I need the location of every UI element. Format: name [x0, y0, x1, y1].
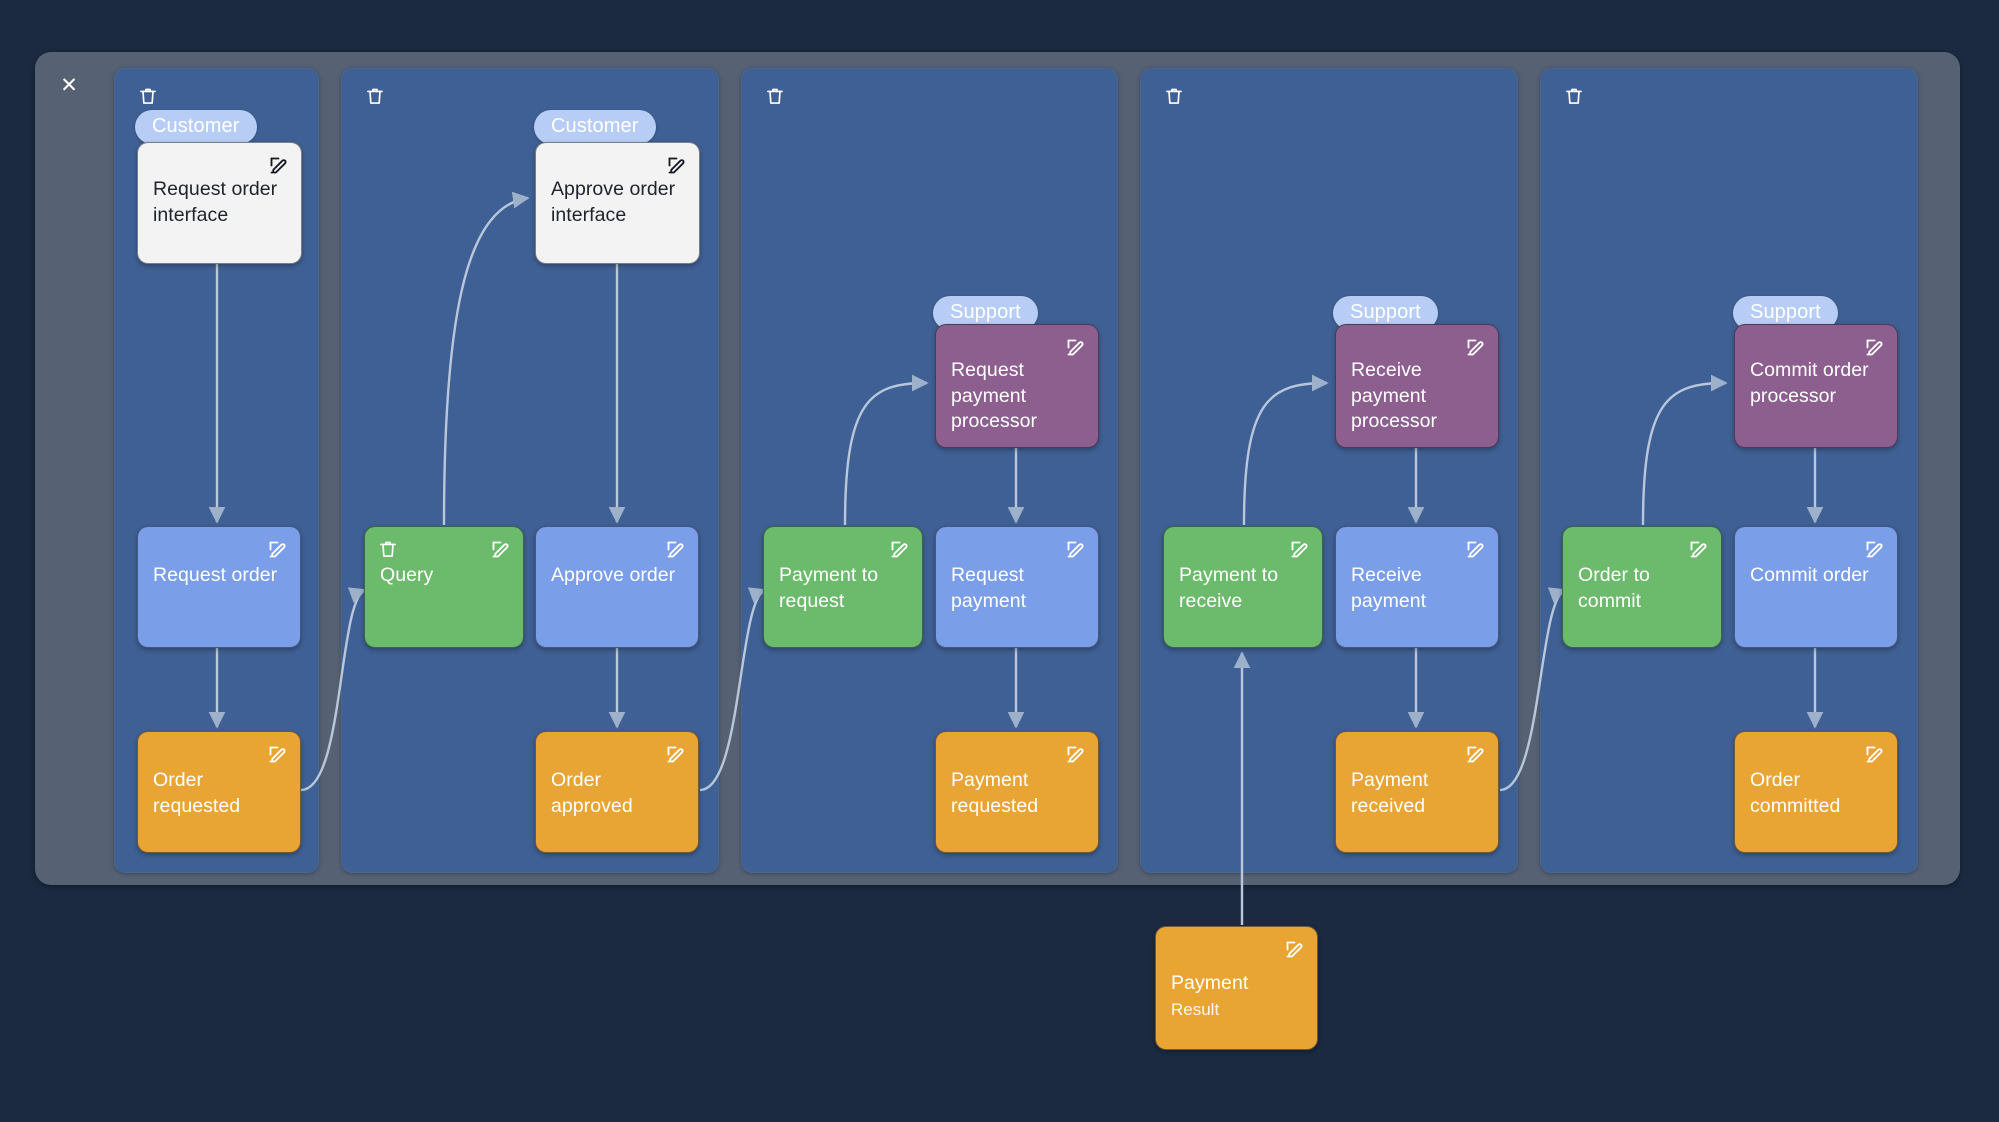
- card-request-order[interactable]: Request order: [137, 526, 301, 648]
- lane-trash-icon[interactable]: [1164, 86, 1184, 108]
- lane-trash-icon[interactable]: [765, 86, 785, 108]
- card-request-order-interface[interactable]: Request order interface: [137, 142, 302, 264]
- card-request-payment-processor[interactable]: Request payment processor: [935, 324, 1099, 448]
- card-title: Request order: [153, 564, 278, 586]
- edit-icon[interactable]: [268, 155, 289, 176]
- card-title: Payment: [1171, 972, 1249, 994]
- card-approve-order-interface[interactable]: Approve order interface: [535, 142, 700, 264]
- card-title: Payment requested: [951, 769, 1039, 817]
- card-order-approved[interactable]: Order approved: [535, 731, 699, 853]
- edit-icon[interactable]: [1065, 744, 1086, 765]
- card-payment-received[interactable]: Payment received: [1335, 731, 1499, 853]
- card-payment-requested[interactable]: Payment requested: [935, 731, 1099, 853]
- card-title: Receive payment processor: [1351, 359, 1438, 432]
- lane-role-badge: Customer: [534, 110, 656, 144]
- edit-icon[interactable]: [1688, 539, 1709, 560]
- close-icon[interactable]: ✕: [60, 73, 78, 97]
- card-payment-result[interactable]: Payment Result: [1155, 926, 1318, 1050]
- edit-icon[interactable]: [1465, 539, 1486, 560]
- card-order-committed[interactable]: Order committed: [1734, 731, 1898, 853]
- card-receive-payment-processor[interactable]: Receive payment processor: [1335, 324, 1499, 448]
- edit-icon[interactable]: [889, 539, 910, 560]
- edit-icon[interactable]: [1065, 337, 1086, 358]
- card-title: Order committed: [1750, 769, 1841, 817]
- card-order-to-commit[interactable]: Order to commit: [1562, 526, 1722, 648]
- edit-icon[interactable]: [267, 539, 288, 560]
- card-payment-to-receive[interactable]: Payment to receive: [1163, 526, 1323, 648]
- edit-icon[interactable]: [1465, 744, 1486, 765]
- edit-icon[interactable]: [665, 744, 686, 765]
- card-title: Query: [380, 564, 434, 586]
- card-title: Order approved: [551, 769, 633, 817]
- edit-icon[interactable]: [1864, 337, 1885, 358]
- card-title: Payment to receive: [1179, 564, 1279, 612]
- card-subtitle: Result: [1171, 1000, 1220, 1019]
- card-title: Commit order: [1750, 564, 1869, 586]
- card-title: Receive payment: [1351, 564, 1427, 612]
- card-title: Approve order interface: [551, 178, 676, 226]
- card-commit-order[interactable]: Commit order: [1734, 526, 1898, 648]
- card-request-payment[interactable]: Request payment: [935, 526, 1099, 648]
- card-title: Request payment processor: [951, 359, 1038, 432]
- edit-icon[interactable]: [1864, 744, 1885, 765]
- card-title: Payment received: [1351, 769, 1429, 817]
- card-title: Commit order processor: [1750, 359, 1869, 407]
- lane-trash-icon[interactable]: [1564, 86, 1584, 108]
- card-title: Payment to request: [779, 564, 879, 612]
- lane-trash-icon[interactable]: [365, 86, 385, 108]
- lane-role-badge: Customer: [135, 110, 257, 144]
- card-title: Order requested: [153, 769, 241, 817]
- trash-icon[interactable]: [378, 539, 399, 560]
- edit-icon[interactable]: [1465, 337, 1486, 358]
- card-title: Order to commit: [1578, 564, 1650, 612]
- edit-icon[interactable]: [665, 539, 686, 560]
- card-title: Request order interface: [153, 178, 278, 226]
- card-payment-to-request[interactable]: Payment to request: [763, 526, 923, 648]
- card-order-requested[interactable]: Order requested: [137, 731, 301, 853]
- edit-icon[interactable]: [1284, 939, 1305, 960]
- card-query[interactable]: Query: [364, 526, 524, 648]
- edit-icon[interactable]: [1864, 539, 1885, 560]
- card-title: Request payment: [951, 564, 1027, 612]
- edit-icon[interactable]: [267, 744, 288, 765]
- edit-icon[interactable]: [490, 539, 511, 560]
- lane-trash-icon[interactable]: [138, 86, 158, 108]
- edit-icon[interactable]: [1065, 539, 1086, 560]
- card-approve-order[interactable]: Approve order: [535, 526, 699, 648]
- card-receive-payment[interactable]: Receive payment: [1335, 526, 1499, 648]
- card-title: Approve order: [551, 564, 676, 586]
- edit-icon[interactable]: [1289, 539, 1310, 560]
- edit-icon[interactable]: [666, 155, 687, 176]
- card-commit-order-processor[interactable]: Commit order processor: [1734, 324, 1898, 448]
